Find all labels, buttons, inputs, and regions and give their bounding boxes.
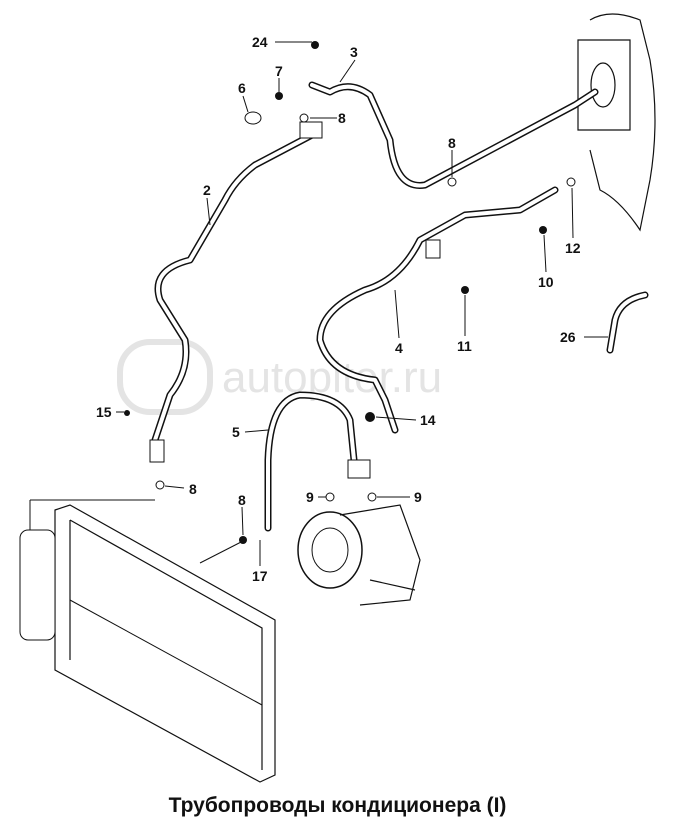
callout-8: 8 (238, 492, 246, 508)
callout-7: 7 (275, 63, 283, 79)
callout-8: 8 (448, 135, 456, 151)
callout-3: 3 (350, 44, 358, 60)
callout-11: 11 (457, 338, 472, 354)
callout-2: 2 (203, 182, 211, 198)
small-parts (124, 41, 576, 544)
callout-17: 17 (252, 568, 268, 584)
hose-26 (606, 291, 649, 354)
callout-10: 10 (538, 274, 554, 290)
leader-lines (116, 41, 608, 566)
callout-9: 9 (414, 489, 422, 505)
callout-8: 8 (189, 481, 197, 497)
callout-4: 4 (395, 340, 403, 356)
callout-labels: 24 3 7 6 8 2 8 12 10 11 4 26 15 5 14 8 8… (96, 34, 581, 584)
callout-6: 6 (238, 80, 246, 96)
callout-9: 9 (306, 489, 314, 505)
callout-5: 5 (232, 424, 240, 440)
pipe-4 (316, 186, 559, 434)
pipe-5 (264, 391, 371, 532)
callout-14: 14 (420, 412, 436, 428)
callout-12: 12 (565, 240, 581, 256)
callout-8: 8 (338, 110, 346, 126)
callout-26: 26 (560, 329, 576, 345)
callout-24: 24 (252, 34, 268, 50)
pipe-2 (149, 121, 323, 463)
pipe-3 (308, 81, 599, 189)
evaporator-housing (577, 13, 656, 232)
diagram-caption: Трубопроводы кондиционера (I) (168, 794, 507, 817)
callout-15: 15 (96, 404, 112, 420)
compressor (297, 504, 421, 606)
condenser (19, 499, 276, 783)
